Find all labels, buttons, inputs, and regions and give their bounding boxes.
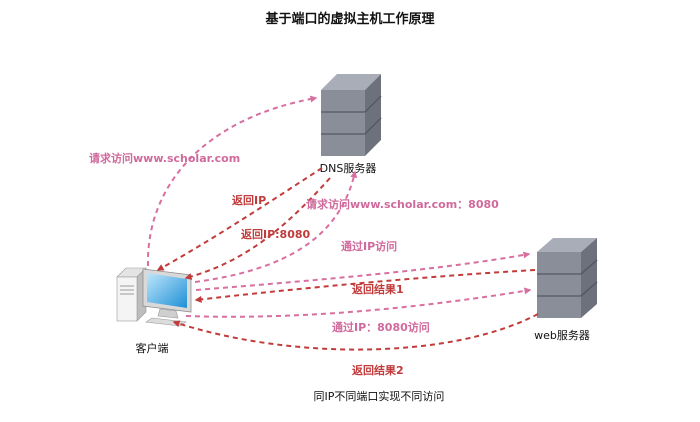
label-return-ip: 返回IP [232, 193, 266, 207]
diagram-title: 基于端口的虚拟主机工作原理 [264, 11, 434, 27]
arrow-via-ip [195, 251, 531, 291]
client-label: 客户端 [136, 341, 169, 355]
client-computer-icon [116, 267, 192, 327]
web-server-label: web服务器 [534, 329, 590, 342]
arrow-return-result1 [194, 269, 536, 303]
arrow-request-dns [146, 95, 318, 267]
arrow-return-ip-port [184, 177, 331, 280]
web-server-icon [537, 238, 598, 318]
label-return-ip-port: 返回IP:8080 [241, 227, 311, 241]
label-return-result2: 返回结果2 [352, 363, 404, 377]
label-via-ip-port: 通过IP：8080访问 [332, 320, 430, 334]
label-return-result1: 返回结果1 [352, 282, 404, 296]
dns-server-icon [321, 74, 382, 156]
footer-caption: 同IP不同端口实现不同访问 [314, 389, 445, 403]
label-via-ip: 通过IP访问 [341, 239, 397, 253]
label-request-dns: 请求访问www.scholar.com [89, 151, 240, 165]
arrow-request-dns-port [194, 170, 358, 283]
dns-server-label: DNS服务器 [320, 162, 377, 175]
arrow-via-ip-port [185, 287, 532, 318]
label-request-dns-port: 请求访问www.scholar.com：8080 [306, 197, 499, 211]
